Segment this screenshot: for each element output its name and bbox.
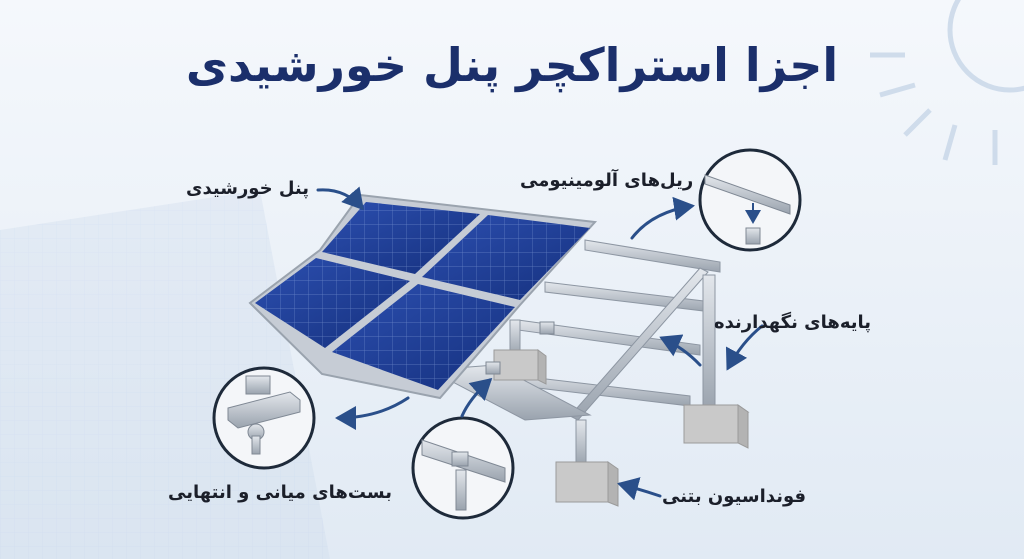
rail-clamps: [485, 321, 555, 375]
page-title: اجزا استراکچر پنل خورشیدی: [185, 38, 839, 92]
support-leg-right: [702, 274, 716, 411]
support-leg-front: [575, 419, 587, 466]
callout-arrows: [316, 186, 764, 501]
concrete-foundations: [493, 349, 750, 507]
solar-panel-array: [248, 193, 598, 400]
arrow-solar-panel: [316, 186, 364, 211]
arrow-bracket: [460, 377, 493, 418]
arrow-foundation: [617, 477, 662, 501]
sun-icon: [870, 0, 1024, 165]
label-support-legs: پایه‌های نگهدارنده: [714, 312, 872, 333]
arrow-legs: [725, 324, 764, 371]
foundation-middle: [493, 349, 547, 385]
detail-circle-bracket: [411, 416, 515, 520]
arrow-rails: [630, 196, 695, 240]
arrow-legs-left: [659, 334, 702, 367]
clamp-rail-middle: [539, 321, 555, 335]
rail-top: [584, 239, 721, 273]
detail-circle-clamp: [212, 366, 316, 470]
label-clamps: بست‌های میانی و انتهایی: [168, 482, 392, 503]
rails: [428, 239, 721, 421]
label-solar-panel: پنل خورشیدی: [186, 178, 310, 199]
support-legs: [509, 274, 716, 466]
arrow-clamps: [335, 396, 410, 430]
clamp-rail-front: [485, 361, 501, 375]
label-aluminum-rails: ریل‌های آلومینیومی: [520, 170, 694, 191]
foundation-right: [682, 404, 750, 449]
detail-circle-rail: [698, 148, 802, 252]
label-concrete-foundation: فونداسیون بتنی: [662, 486, 807, 507]
foundation-front: [555, 461, 619, 507]
